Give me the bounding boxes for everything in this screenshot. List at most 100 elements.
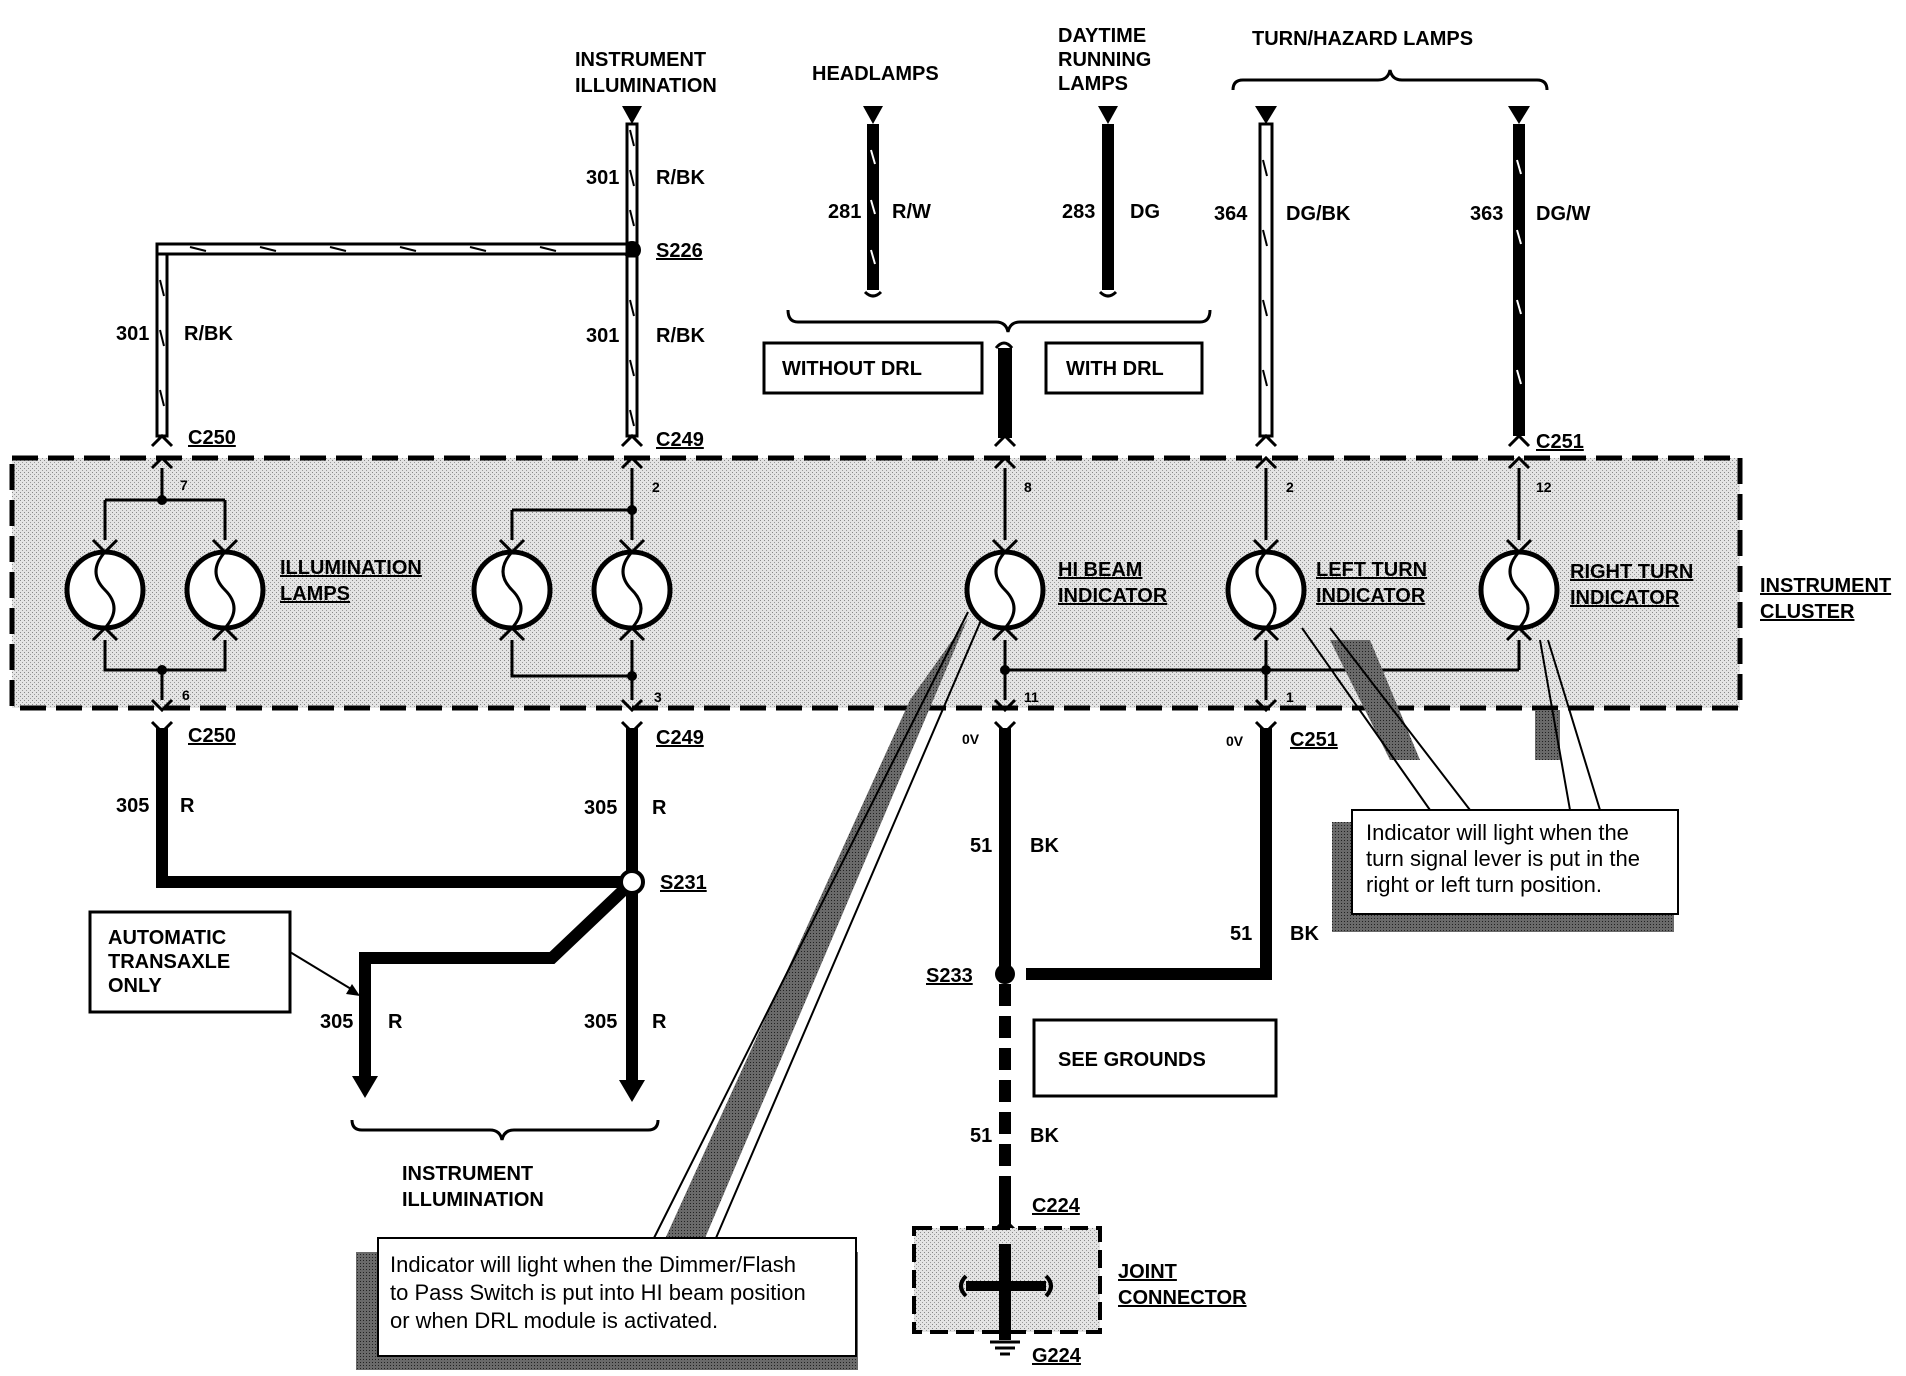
svg-text:LEFT TURN: LEFT TURN — [1316, 559, 1427, 581]
connector-c224: C224 — [1032, 1195, 1081, 1217]
headlamps-label: HEADLAMPS — [812, 63, 939, 85]
node-c249-bottom — [627, 671, 637, 681]
wire-283-color: DG — [1130, 201, 1160, 223]
svg-text:AUTOMATIC: AUTOMATIC — [108, 927, 226, 949]
splice-s226-label: S226 — [656, 240, 703, 262]
splice-s231 — [619, 869, 645, 895]
automatic-transaxle-leader — [289, 951, 357, 993]
svg-text:ONLY: ONLY — [108, 975, 162, 997]
wire-301-left-circuit: 301 — [116, 323, 149, 345]
turn-hazard-bracket — [1231, 69, 1549, 91]
instrument-illumination-bottom-label: INSTRUMENT ILLUMINATION — [402, 1163, 544, 1211]
hibeam-note-shadow-wedge — [660, 618, 968, 1250]
wire-hibeam-feed — [998, 348, 1012, 438]
wire-305-bottom-color: R — [652, 1011, 667, 1033]
turn-note-shadow-wedge — [1330, 640, 1420, 760]
turn-indicator-note — [1351, 809, 1679, 915]
input-arrow-301 — [622, 106, 642, 124]
joint-connector-ends — [959, 1274, 1053, 1298]
input-arrow-281 — [863, 106, 883, 124]
instrument-illumination-top-label: INSTRUMENT ILLUMINATION — [575, 49, 717, 97]
with-drl-box — [1044, 341, 1204, 395]
wire-364-circuit: 364 — [1214, 203, 1248, 225]
hi-beam-indicator-note — [377, 1237, 857, 1357]
automatic-transaxle-box — [88, 910, 292, 1014]
drl-bracket — [786, 309, 1212, 333]
turn-indicator-note-text: Indicator will light when the turn signa… — [1366, 820, 1640, 897]
wire-364-stripe — [1262, 159, 1268, 387]
wire-51-c-circuit: 51 — [970, 1125, 992, 1147]
voltage-0v-left: 0V — [962, 731, 980, 747]
wire-283-circuit: 283 — [1062, 201, 1095, 223]
pin-3: 3 — [654, 689, 662, 705]
node-hibeam-ground — [1000, 665, 1010, 675]
splice-s233 — [995, 964, 1015, 984]
node-c250-bottom — [157, 665, 167, 675]
wire-363-stripe — [1516, 159, 1522, 385]
instrument-illumination-bottom-bracket — [350, 1119, 660, 1141]
svg-text:ILLUMINATION: ILLUMINATION — [575, 75, 717, 97]
wire-281-end — [863, 290, 883, 298]
svg-text:INDICATOR: INDICATOR — [1570, 587, 1680, 609]
wire-363-color: DG/W — [1536, 203, 1591, 225]
svg-text:INDICATOR: INDICATOR — [1058, 585, 1168, 607]
pin-6: 6 — [182, 687, 190, 703]
pin-2: 2 — [652, 479, 660, 495]
output-arrow-305 — [619, 1080, 645, 1102]
wire-305-left-color: R — [180, 795, 195, 817]
input-arrow-283 — [1098, 106, 1118, 124]
svg-text:INDICATOR: INDICATOR — [1316, 585, 1426, 607]
svg-text:CLUSTER: CLUSTER — [1760, 601, 1855, 623]
bulb-icon — [591, 538, 673, 642]
joint-connector-post — [999, 1244, 1011, 1340]
svg-text:ILLUMINATION: ILLUMINATION — [280, 557, 422, 579]
wire-281-color: R/W — [892, 201, 931, 223]
svg-text:right or left turn position.: right or left turn position. — [1366, 872, 1602, 897]
svg-text:INSTRUMENT: INSTRUMENT — [1760, 575, 1891, 597]
svg-text:INSTRUMENT: INSTRUMENT — [402, 1163, 533, 1185]
wire-51-a-color: BK — [1030, 835, 1059, 857]
wire-305-network — [156, 728, 638, 1084]
node-left-turn-ground — [1261, 665, 1271, 675]
connector-c250-bottom: C250 — [188, 725, 236, 747]
pin-1: 1 — [1286, 689, 1294, 705]
with-drl-label: WITH DRL — [1066, 358, 1164, 380]
without-drl-box — [762, 341, 984, 395]
see-grounds-label: SEE GROUNDS — [1058, 1049, 1206, 1071]
wire-51-a-circuit: 51 — [970, 835, 992, 857]
svg-text:turn signal lever is put in th: turn signal lever is put in the — [1366, 846, 1640, 871]
wire-305-auto-color: R — [388, 1011, 403, 1033]
connector-chevron-left-turn — [1254, 433, 1278, 470]
without-drl-label: WITHOUT DRL — [782, 358, 922, 380]
bulb-icon — [184, 538, 266, 642]
wire-301-top-color: R/BK — [656, 167, 705, 189]
see-grounds-box[interactable] — [1032, 1018, 1278, 1098]
node-c250-top — [157, 495, 167, 505]
svg-text:or when DRL module is activate: or when DRL module is activated. — [390, 1308, 718, 1333]
svg-text:Indicator will light when the: Indicator will light when the Dimmer/Fla… — [390, 1252, 796, 1277]
splice-s231-label: S231 — [660, 872, 707, 894]
connector-chevron-right-turn — [1507, 433, 1531, 470]
wire-51-network — [999, 728, 1272, 980]
bulb-icon — [64, 538, 146, 642]
bulb-icon — [471, 538, 553, 642]
automatic-transaxle-label: AUTOMATIC TRANSAXLE ONLY — [108, 927, 230, 997]
instrument-cluster-label: INSTRUMENT CLUSTER — [1760, 575, 1891, 623]
wire-305-right-color: R — [652, 797, 667, 819]
connector-c249-top: C249 — [656, 429, 704, 451]
pin-8: 8 — [1024, 479, 1032, 495]
connector-c251-top: C251 — [1536, 431, 1584, 453]
ground-icon — [990, 1340, 1020, 1356]
right-turn-bulb-icon — [1478, 538, 1560, 642]
wire-301-horizontal — [155, 242, 629, 256]
illumination-lamps-label: ILLUMINATION LAMPS — [280, 557, 422, 605]
right-turn-indicator-label: RIGHT TURN INDICATOR — [1570, 561, 1693, 609]
wire-301-stripe — [629, 129, 635, 227]
output-arrow-305-auto — [352, 1076, 378, 1098]
wire-363 — [1513, 124, 1525, 436]
wire-51-b-circuit: 51 — [1230, 923, 1252, 945]
svg-text:DAYTIME: DAYTIME — [1058, 25, 1146, 47]
wire-301-left — [155, 252, 169, 438]
daytime-running-lamps-label: DAYTIME RUNNING LAMPS — [1058, 25, 1151, 95]
